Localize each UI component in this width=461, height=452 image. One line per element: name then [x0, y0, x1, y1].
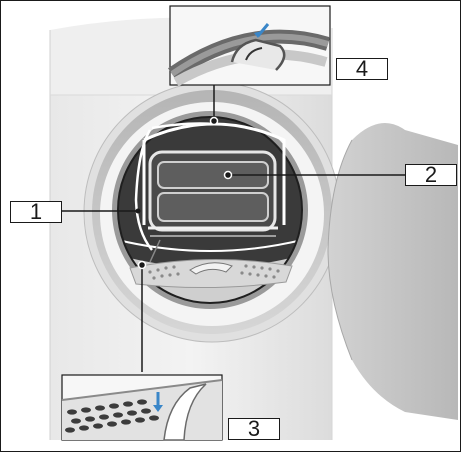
callout-1: 1: [10, 201, 62, 223]
marker-1: [136, 209, 141, 214]
callout-4: 4: [336, 58, 388, 80]
marker-4: [211, 118, 218, 125]
callout-3: 3: [228, 418, 280, 440]
callout-2: 2: [405, 164, 457, 186]
marker-3: [139, 262, 146, 269]
bottom-filter: [130, 259, 292, 287]
detail-inset-top: [170, 6, 330, 85]
detail-inset-bottom: [62, 375, 222, 440]
marker-2: [225, 172, 232, 179]
